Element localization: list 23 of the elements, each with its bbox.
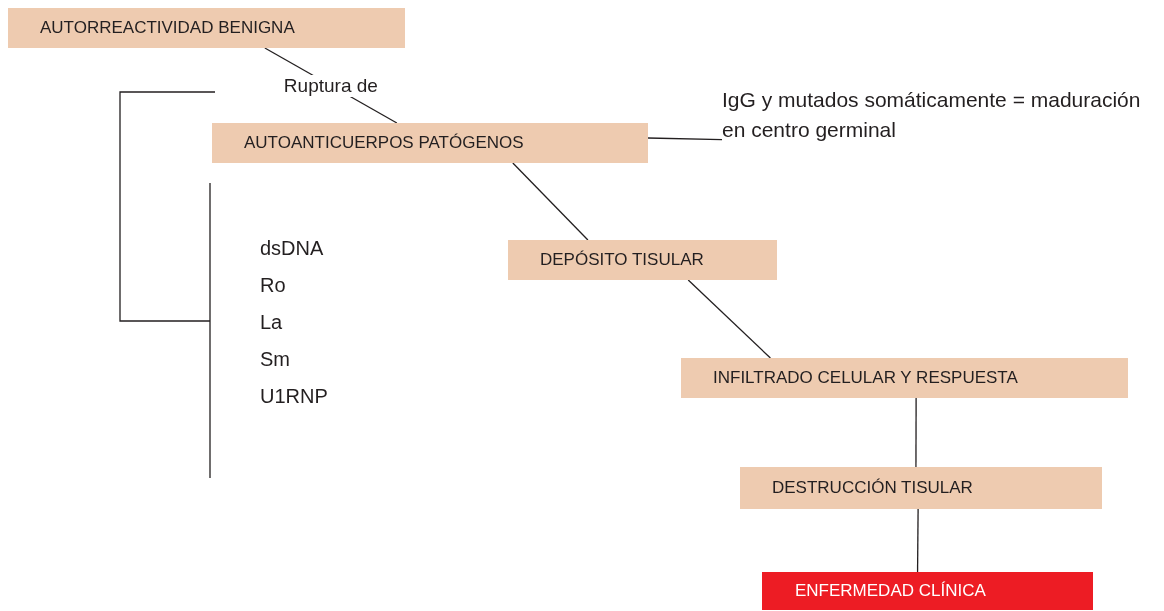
connector-line <box>915 397 917 468</box>
note-text: IgG y mutados somáticamente = maduración en centro germinal <box>722 87 1142 144</box>
antigen-label: Sm <box>260 348 290 371</box>
process-box <box>8 8 405 48</box>
process-box <box>740 467 1102 509</box>
connector-line <box>647 137 723 141</box>
highlight-box <box>762 572 1093 610</box>
antigen-label: U1RNP <box>260 385 328 408</box>
box-label: ENFERMEDAD CLÍNICA <box>795 579 986 602</box>
connector-line <box>687 279 772 359</box>
box-label: DEPÓSITO TISULAR <box>540 248 704 271</box>
box-label: DESTRUCCIÓN TISULAR <box>772 476 973 499</box>
box-label: AUTORREACTIVIDAD BENIGNA <box>40 16 295 39</box>
antigen-label: La <box>260 311 283 334</box>
antigen-label: Ro <box>260 274 286 297</box>
connector-line <box>916 508 919 573</box>
process-box <box>508 240 777 280</box>
process-box <box>212 123 648 163</box>
box-label: AUTOANTICUERPOS PATÓGENOS <box>244 131 524 154</box>
process-box <box>681 358 1128 398</box>
antigen-label: dsDNA <box>260 237 324 260</box>
connector-line <box>512 162 589 241</box>
box-label: INFILTRADO CELULAR Y RESPUESTA <box>713 366 1018 389</box>
